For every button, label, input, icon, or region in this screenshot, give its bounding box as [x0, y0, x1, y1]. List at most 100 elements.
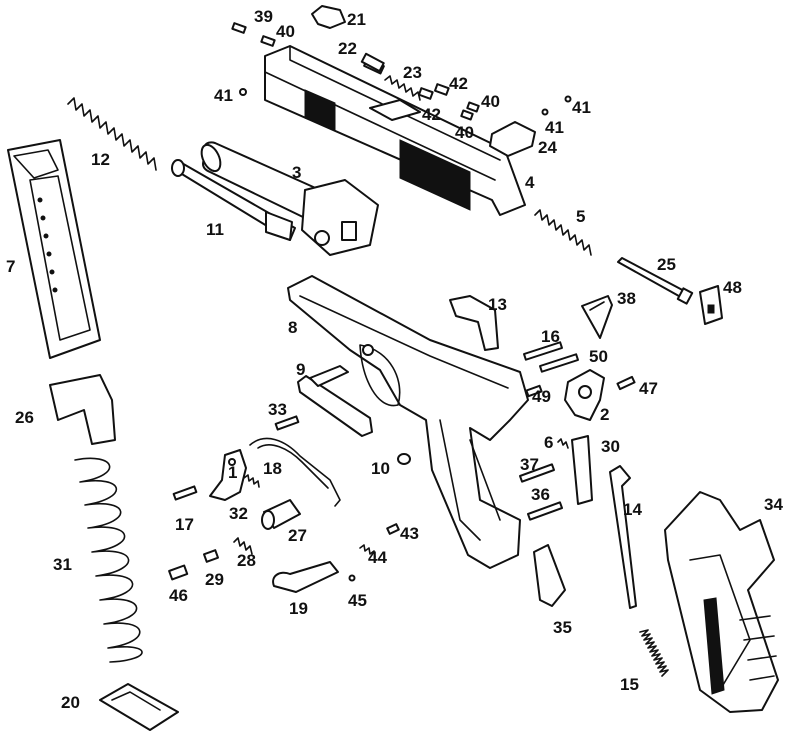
label-14: 14 [623, 500, 642, 519]
slide-stop [449, 295, 499, 351]
label-38: 38 [617, 289, 636, 308]
label-9: 9 [296, 360, 305, 379]
label-22: 22 [338, 39, 357, 58]
pin-29 [202, 549, 220, 563]
magazine-base-plate [99, 683, 179, 731]
small-block [699, 285, 723, 325]
label-37: 37 [520, 455, 539, 474]
pins-36-37 [518, 463, 564, 521]
sear [557, 435, 593, 505]
label-42-b: 42 [422, 105, 441, 124]
label-41-b: 41 [545, 118, 564, 137]
label-27: 27 [288, 526, 307, 545]
label-50: 50 [589, 347, 608, 366]
label-16: 16 [541, 327, 560, 346]
ejector [581, 295, 613, 339]
spring-28 [233, 537, 253, 555]
magazine-spring [74, 457, 143, 663]
label-42-a: 42 [449, 74, 468, 93]
label-20: 20 [61, 693, 80, 712]
label-2: 2 [600, 405, 609, 424]
label-21: 21 [347, 10, 366, 29]
firing-pin [360, 52, 385, 73]
label-35: 35 [553, 618, 572, 637]
label-19: 19 [289, 599, 308, 618]
label-47: 47 [639, 379, 658, 398]
grip-panel [664, 491, 779, 713]
recoil-spring [67, 97, 157, 171]
trigger [209, 449, 247, 501]
pin-33 [274, 415, 300, 431]
label-18: 18 [263, 459, 282, 478]
label-7: 7 [6, 257, 15, 276]
label-46: 46 [169, 586, 188, 605]
hammer [564, 369, 605, 421]
magazine-follower [49, 374, 116, 445]
small-clip [311, 5, 346, 29]
label-28: 28 [237, 551, 256, 570]
part-number-labels: 1 2 3 4 5 6 7 8 9 10 11 12 13 14 15 16 1… [6, 7, 783, 712]
safety-lever [272, 561, 339, 593]
label-30: 30 [601, 437, 620, 456]
label-25: 25 [657, 255, 676, 274]
label-6: 6 [544, 433, 553, 452]
label-41-c: 41 [572, 98, 591, 117]
label-39: 39 [254, 7, 273, 26]
pin-47 [616, 375, 636, 391]
label-29: 29 [205, 570, 224, 589]
pin-46 [168, 564, 189, 581]
label-24: 24 [538, 138, 557, 157]
trigger-bar [297, 365, 373, 437]
frame [287, 275, 529, 569]
label-15: 15 [620, 675, 639, 694]
label-13: 13 [488, 295, 507, 314]
trigger-spring [249, 437, 341, 507]
firing-pin-spring [384, 75, 421, 101]
label-1: 1 [228, 463, 237, 482]
mainspring-housing [533, 544, 566, 607]
label-44: 44 [368, 548, 387, 567]
slide-stop-pin [617, 257, 694, 305]
label-48: 48 [723, 278, 742, 297]
label-3: 3 [292, 163, 301, 182]
label-26: 26 [15, 408, 34, 427]
label-33: 33 [268, 400, 287, 419]
label-40-a: 40 [276, 22, 295, 41]
label-36: 36 [531, 485, 550, 504]
label-23: 23 [403, 63, 422, 82]
label-17: 17 [175, 515, 194, 534]
pins-16 [523, 341, 579, 373]
label-32: 32 [229, 504, 248, 523]
spring-32 [243, 474, 260, 488]
label-31: 31 [53, 555, 72, 574]
label-45: 45 [348, 591, 367, 610]
pin-49 [525, 384, 543, 398]
label-11: 11 [206, 220, 224, 239]
mainspring [639, 629, 669, 677]
label-12: 12 [91, 150, 110, 169]
label-40-b: 40 [481, 92, 500, 111]
slide [264, 45, 526, 216]
barrel [200, 141, 379, 256]
label-40-c: 40 [455, 123, 474, 142]
label-4: 4 [525, 173, 535, 192]
small-spring [534, 209, 592, 256]
plug-27 [261, 499, 301, 530]
label-41-a: 41 [214, 86, 233, 105]
label-49: 49 [532, 387, 551, 406]
label-5: 5 [576, 207, 585, 226]
pin-17 [172, 485, 198, 501]
label-10: 10 [371, 459, 390, 478]
small-pins-top [231, 22, 572, 121]
magazine [7, 139, 101, 359]
disconnector-rod [609, 465, 637, 609]
guide-rod [171, 159, 296, 241]
plunger-10 [397, 453, 411, 465]
small-parts-43-45 [348, 523, 400, 582]
label-43: 43 [400, 524, 419, 543]
rear-sight [489, 121, 536, 157]
label-34: 34 [764, 495, 783, 514]
label-8: 8 [288, 318, 297, 337]
